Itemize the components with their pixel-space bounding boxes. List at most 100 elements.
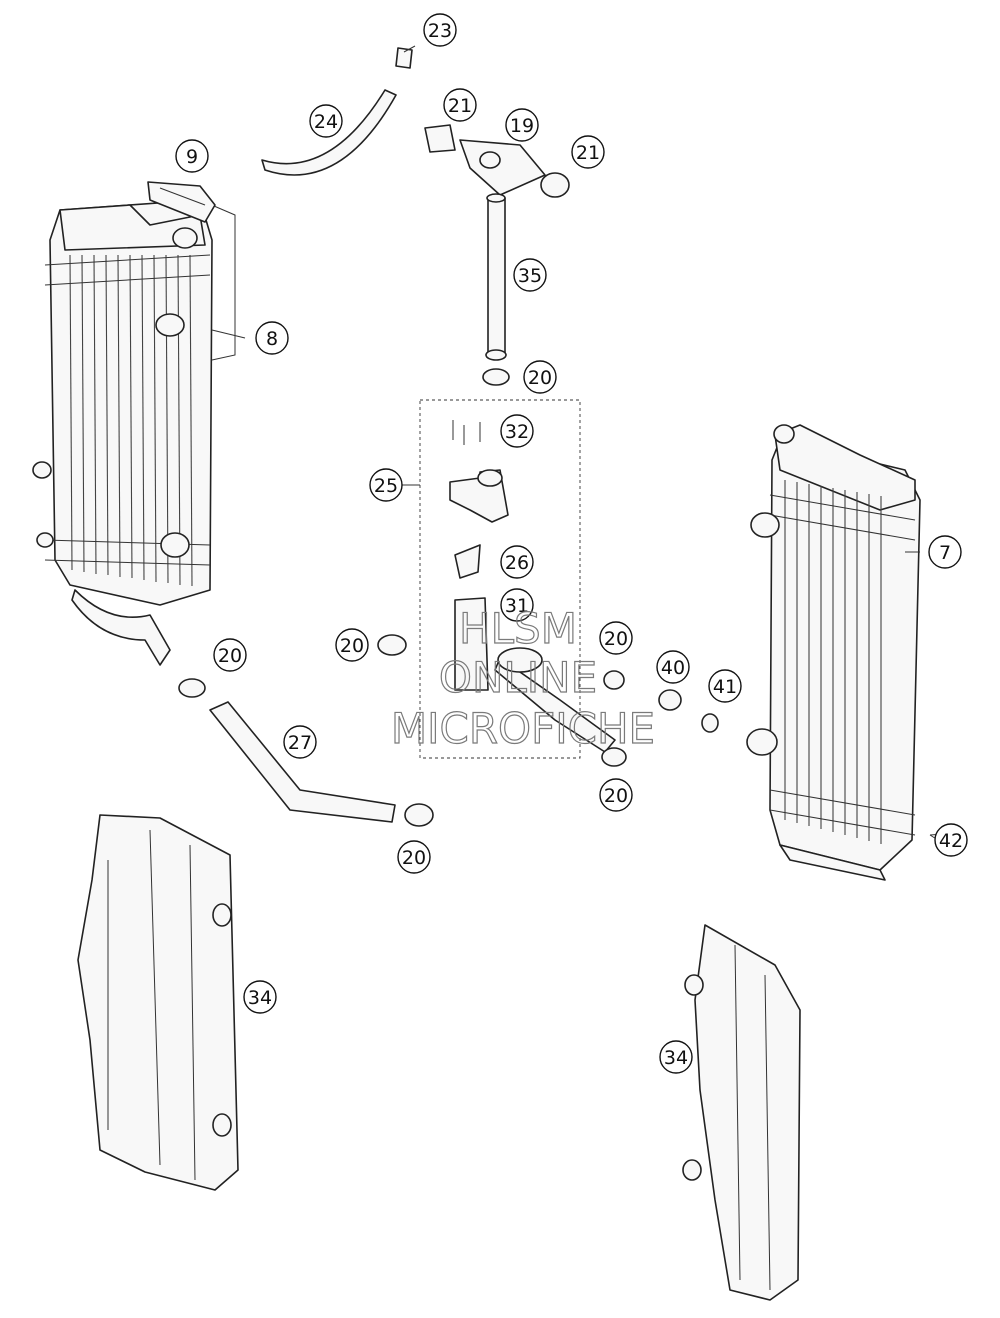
- callout-number: 34: [248, 987, 272, 1009]
- callout-circle: [571, 135, 605, 169]
- callout-number: 26: [505, 552, 529, 574]
- watermark: HLSM ONLINE MICROFICHE: [390, 603, 655, 753]
- callout-34: 34: [659, 1040, 693, 1074]
- callout-20: 20: [397, 840, 431, 874]
- callout-circle: [369, 468, 403, 502]
- upper-small-hose: [261, 47, 413, 176]
- callout-circle: [934, 823, 968, 857]
- callout-circle: [283, 725, 317, 759]
- thermostat-housing: [424, 124, 570, 198]
- thermostat: [454, 544, 481, 579]
- callout-circle: [599, 778, 633, 812]
- left-shroud: [77, 814, 239, 1191]
- callout-number: 19: [510, 115, 534, 137]
- callout-9: 9: [175, 139, 209, 173]
- callout-number: 20: [528, 367, 552, 389]
- callout-20: 20: [523, 360, 557, 394]
- drain-screw: [658, 689, 682, 711]
- callout-circle: [523, 360, 557, 394]
- callout-19: 19: [505, 108, 539, 142]
- callout-32: 32: [500, 414, 534, 448]
- callout-21: 21: [571, 135, 605, 169]
- callout-circle: [599, 621, 633, 655]
- callout-circle: [505, 108, 539, 142]
- callout-41: 41: [708, 669, 742, 703]
- temperature-sensor-housing: [449, 469, 509, 523]
- callout-circle: [335, 628, 369, 662]
- callout-circle: [255, 321, 289, 355]
- callout-number: 20: [340, 635, 364, 657]
- callout-number: 20: [604, 628, 628, 650]
- callout-circle: [928, 535, 962, 569]
- callout-20: 20: [213, 638, 247, 672]
- callout-circle: [423, 13, 457, 47]
- callout-number: 21: [448, 95, 472, 117]
- callout-circle: [500, 414, 534, 448]
- watermark-line-3: MICROFICHE: [391, 704, 655, 753]
- callout-number: 41: [713, 676, 737, 698]
- watermark-line-2: ONLINE: [439, 653, 597, 702]
- callout-circle: [513, 258, 547, 292]
- callout-35: 35: [513, 258, 547, 292]
- callout-25: 25: [369, 468, 403, 502]
- callout-circle: [175, 139, 209, 173]
- callout-number: 40: [661, 657, 685, 679]
- watermark-line-1: HLSM: [459, 604, 577, 653]
- callout-42: 42: [934, 823, 968, 857]
- callout-7: 7: [928, 535, 962, 569]
- lower-left-hose: [209, 701, 396, 823]
- right-shroud: [682, 924, 801, 1301]
- callout-number: 24: [314, 111, 338, 133]
- callout-circle: [656, 650, 690, 684]
- screws: [452, 420, 481, 445]
- hose-clamps: [178, 634, 627, 827]
- callout-34: 34: [243, 980, 277, 1014]
- vertical-hose: [485, 193, 507, 361]
- left-radiator: [32, 199, 236, 666]
- callout-number: 34: [664, 1047, 688, 1069]
- assembly-group-box: [419, 399, 581, 759]
- callout-27: 27: [283, 725, 317, 759]
- callout-circle: [309, 104, 343, 138]
- right-radiator: [746, 424, 921, 881]
- callout-circle: [213, 638, 247, 672]
- callout-number: 20: [402, 847, 426, 869]
- callout-number: 32: [505, 421, 529, 443]
- callout-number: 20: [604, 785, 628, 807]
- callout-number: 42: [939, 830, 963, 852]
- callout-circle: [500, 545, 534, 579]
- callout-40: 40: [656, 650, 690, 684]
- callout-circle: [443, 88, 477, 122]
- leader-lines: [211, 45, 939, 841]
- callout-number: 27: [288, 732, 312, 754]
- callout-number: 8: [266, 328, 278, 350]
- callout-number: 7: [939, 542, 951, 564]
- callout-circle: [397, 840, 431, 874]
- callout-circle: [500, 588, 534, 622]
- callout-number: 35: [518, 265, 542, 287]
- callout-number: 21: [576, 142, 600, 164]
- hose-clamp: [482, 368, 510, 386]
- callout-26: 26: [500, 545, 534, 579]
- callout-31: 31: [500, 588, 534, 622]
- callout-number: 20: [218, 645, 242, 667]
- callout-number: 9: [186, 146, 198, 168]
- callout-number: 25: [374, 475, 398, 497]
- gasket-ring: [701, 713, 719, 733]
- radiator-cap: [147, 181, 216, 223]
- callout-circle: [243, 980, 277, 1014]
- thermostat-seal: [454, 597, 489, 691]
- callout-21: 21: [443, 88, 477, 122]
- callout-number: 23: [428, 20, 452, 42]
- callout-circle: [659, 1040, 693, 1074]
- callout-8: 8: [255, 321, 289, 355]
- callout-23: 23: [423, 13, 457, 47]
- callout-24: 24: [309, 104, 343, 138]
- callout-20: 20: [599, 778, 633, 812]
- callout-20: 20: [599, 621, 633, 655]
- callout-labels: 23 24 21 19 21 9 35 8 20 32 25 26 7 31 20 20 20 40 41 27 20 4…: [175, 13, 968, 1074]
- callout-circle: [708, 669, 742, 703]
- callout-20: 20: [335, 628, 369, 662]
- callout-number: 31: [505, 595, 529, 617]
